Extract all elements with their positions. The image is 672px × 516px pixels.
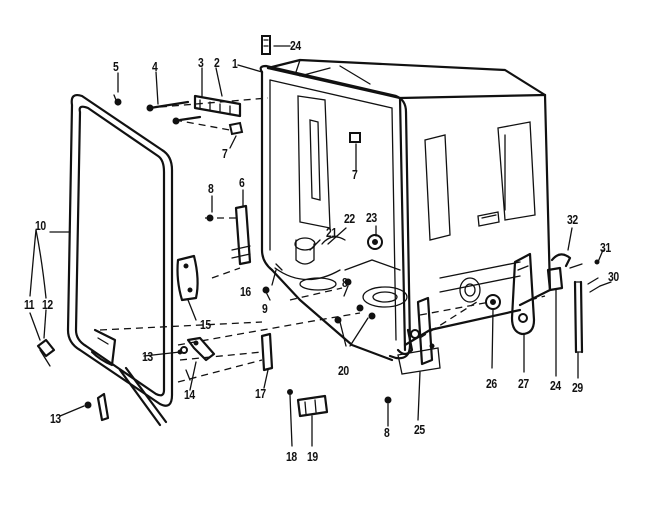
callout-31: 31 [600, 240, 611, 255]
callout-2: 2 [214, 55, 220, 70]
dishwasher-tub [259, 58, 552, 362]
leader-lines [29, 45, 612, 447]
door-gasket [66, 93, 174, 427]
callout-16: 16 [240, 284, 251, 299]
callout-14: 14 [184, 387, 195, 402]
callout-12: 12 [42, 297, 53, 312]
callout-4: 4 [152, 59, 158, 74]
callout-26: 26 [486, 376, 497, 391]
callout-29: 29 [572, 380, 583, 395]
callout-11: 11 [24, 297, 35, 312]
callout-5: 5 [113, 59, 119, 74]
hinge-assembly [261, 35, 441, 375]
callout-27: 27 [518, 376, 529, 391]
callout-3: 3 [198, 55, 204, 70]
callout-18: 18 [286, 449, 297, 464]
callout-17: 17 [255, 386, 266, 401]
callout-24-top: 24 [290, 38, 301, 53]
callout-6: 6 [239, 175, 245, 190]
callout-30: 30 [608, 269, 619, 284]
callout-7-center: 7 [352, 167, 358, 182]
callout-13-bottom: 13 [50, 411, 61, 426]
callout-9: 9 [262, 301, 268, 316]
callout-1: 1 [232, 56, 238, 71]
callout-19: 19 [307, 449, 318, 464]
callout-21: 21 [326, 225, 337, 240]
callout-20: 20 [338, 363, 349, 378]
callout-32: 32 [567, 212, 578, 227]
alignment-lines [99, 97, 546, 383]
callout-23: 23 [366, 210, 377, 225]
callout-8-left: 8 [208, 181, 214, 196]
callout-8-mid: 8 [342, 275, 348, 290]
callout-13-mid: 13 [142, 349, 153, 364]
callout-7-left: 7 [222, 146, 228, 161]
hardware-parts [36, 94, 392, 422]
callout-10: 10 [35, 218, 46, 233]
callout-8-bottom: 8 [384, 425, 390, 440]
callout-24-right: 24 [550, 378, 561, 393]
callout-22: 22 [344, 211, 355, 226]
callout-25: 25 [414, 422, 425, 437]
side-parts [485, 252, 601, 354]
callout-15: 15 [200, 317, 211, 332]
